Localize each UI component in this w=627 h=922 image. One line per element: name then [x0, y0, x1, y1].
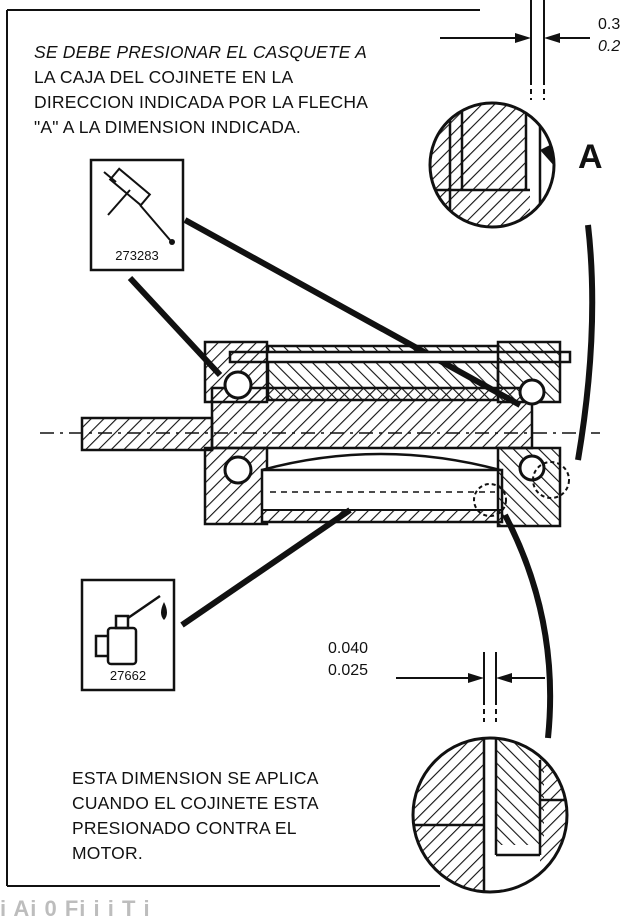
tool-number-27662: 27662 [109, 668, 147, 683]
grease-gun-icon [103, 167, 175, 245]
instruction-line-1: SE DEBE PRESIONAR EL CASQUETE A [34, 42, 367, 62]
tool-number-273283: 273283 [115, 248, 159, 263]
leader-bottom-detail [502, 513, 554, 739]
instruction-text: SE DEBE PRESIONAR EL CASQUETE A LA CAJA … [34, 40, 368, 140]
oil-can-icon [94, 594, 167, 666]
top-dimension-marker [440, 0, 590, 100]
leader-tool-2 [180, 507, 352, 628]
bottom-dimension-marker [396, 652, 545, 722]
top-dimension-upper: 0.3 [598, 16, 621, 33]
bottom-dimension-label: 0.040 0.025 [328, 638, 368, 682]
bottom-dimension-upper: 0.040 [328, 640, 369, 657]
top-detail-circle [428, 101, 556, 229]
top-dimension-lower: 0.2 [598, 38, 621, 55]
tool-box-273283 [89, 158, 185, 272]
footer-text: i Ai 0 Fi i i T i [0, 896, 151, 921]
bottom-detail-circle [411, 736, 569, 894]
arrow-a-label: A [578, 138, 603, 176]
note-line-2: CUANDO EL COJINETE ESTA [72, 793, 319, 813]
note-text: ESTA DIMENSION SE APLICA CUANDO EL COJIN… [72, 766, 319, 866]
bottom-dimension-lower: 0.025 [328, 662, 369, 679]
leader-top-detail [575, 224, 596, 461]
note-line-4: MOTOR. [72, 843, 143, 863]
instruction-line-4: "A" A LA DIMENSION INDICADA. [34, 117, 301, 137]
top-dimension-label: 0.3 0.2 [598, 14, 620, 58]
motor-assembly-section [40, 340, 600, 528]
instruction-line-3: DIRECCION INDICADA POR LA FLECHA [34, 92, 369, 112]
note-line-3: PRESIONADO CONTRA EL [72, 818, 297, 838]
instruction-line-2: LA CAJA DEL COJINETE EN LA [34, 67, 294, 87]
note-line-1: ESTA DIMENSION SE APLICA [72, 768, 319, 788]
tool-box-27662 [80, 578, 176, 692]
